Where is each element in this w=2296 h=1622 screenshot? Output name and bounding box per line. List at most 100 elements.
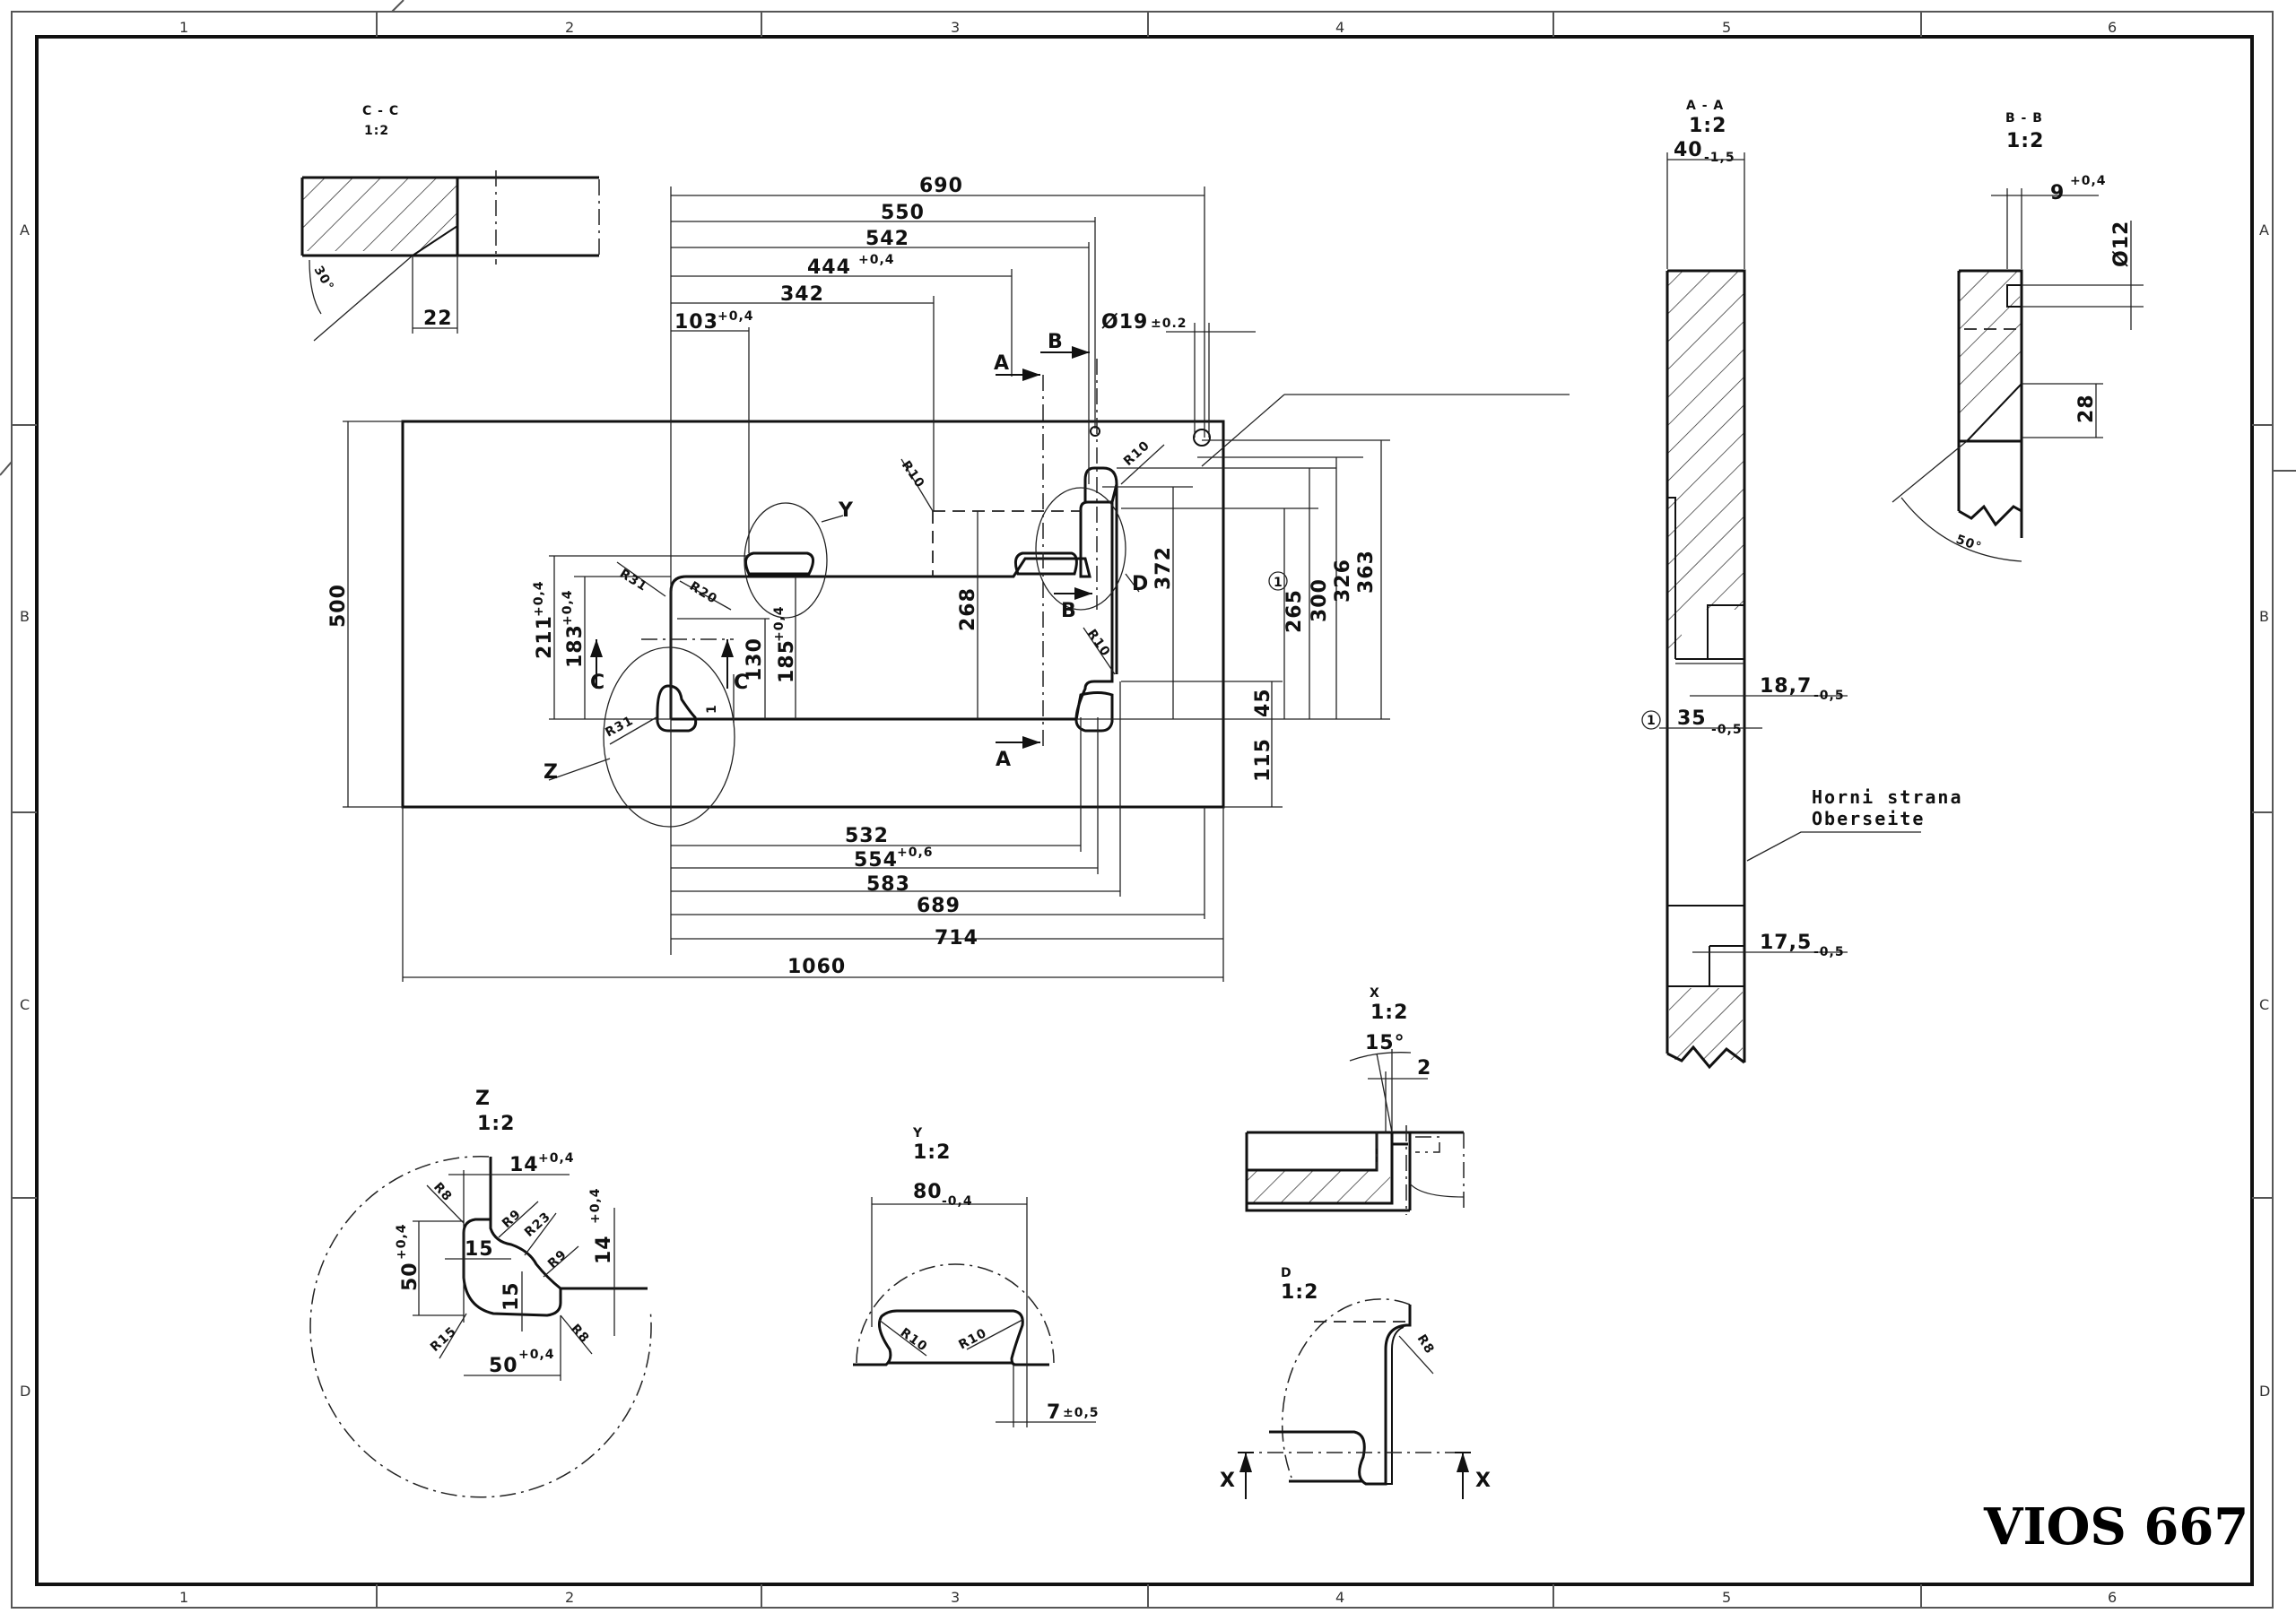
drawing-line [1966,383,2022,442]
drawing-label: +0,4 [561,589,575,626]
drawing-line [966,1319,1023,1350]
radius-label: R9 [545,1247,570,1271]
drawing-line [856,1263,1055,1364]
note-oberseite: Oberseite [1812,808,1925,829]
radius-label: R10 [898,1325,930,1354]
drawing-line [391,0,404,13]
detail-z: Z 1:2 14 +0,4 50 +0,4 15 15 50 +0,4 14 +… [309,1088,652,1498]
dim-300: 300 [1309,578,1331,622]
section-b-b: B - B 1:2 50° 9 +0,4 Ø12 28 [1892,111,2144,562]
column-label: 2 [565,19,574,36]
radius-label: R10 [899,458,927,490]
drawing-line [821,515,844,523]
section-c-c: C - C 1:2 30° 22 [300,104,600,342]
plate-outline [401,420,1225,809]
drawing-label: +0,4 [718,309,754,324]
section-scale: 1:2 [1689,115,1726,137]
note-marker: 1 [1274,576,1283,590]
drawing-line [0,461,13,476]
drawing-label: +0,4 [588,1187,603,1224]
main-view [401,323,1225,828]
drawing-label: -0,5 [1711,723,1743,737]
drawing-line [1201,394,1285,467]
drawing-line [300,176,599,257]
dim-80: 80 [913,1181,943,1203]
detail-scale: 1:2 [1370,1002,1408,1024]
angle-label: 50° [1954,533,1984,555]
dim-9: 9 [2050,182,2065,204]
drawing-label: +0,6 [897,846,934,860]
drawing-line [853,1309,1049,1366]
dim-211: 211 [534,615,556,659]
dim-45: 45 [1252,688,1274,717]
drawing-line [1667,271,1744,658]
detail-scale: 1:2 [1281,1281,1318,1304]
drawing-line [1349,1052,1412,1062]
drawing-line [1022,736,1040,749]
dim-183: 183 [564,624,587,668]
radius-label: R10 [956,1326,989,1353]
row-label: D [2259,1383,2270,1400]
drawing-line [609,716,657,745]
dim-714: 714 [935,927,978,950]
radius-label: R10 [1121,438,1152,469]
column-label: 6 [2108,1589,2117,1606]
drawing-line [1269,1305,1412,1486]
column-label: 4 [1335,1589,1344,1606]
detail-marker-d: D [1132,573,1149,595]
row-label: D [20,1383,30,1400]
section-label: B - B [2005,111,2043,126]
dim-550: 550 [881,202,925,224]
dim-103: 103 [674,311,718,334]
detail-x: X 1:2 15° 2 [1245,986,1465,1215]
radius-label: R20 [687,579,720,607]
detail-label: Y [912,1126,923,1141]
column-label: 2 [565,1589,574,1606]
dim-50-bottom: 50 [489,1355,518,1377]
drawing-line [11,11,2274,1609]
dim-532: 532 [845,825,889,847]
section-marker-a: A [994,352,1010,375]
detail-label: X [1370,986,1380,1001]
detail-marker-y: Y [838,499,854,522]
drawing-label: -0,4 [942,1194,973,1209]
drawing-label: +0,4 [538,1151,575,1166]
radius-label: R9 [500,1207,524,1231]
dim-15-v: 15 [500,1281,523,1311]
section-marker-c: C [590,672,605,694]
drawing-line [2020,273,2034,314]
drawing-line [1669,988,1743,1060]
detail-circle-y [744,502,828,619]
detail-d: D 1:2 X X R8 [1220,1266,1491,1499]
dim-554: 554 [854,849,898,872]
dim-372: 372 [1152,546,1175,590]
radius-label: R10 [1084,627,1113,659]
note-marker-circle [1268,571,1288,591]
drawing-line [1376,1053,1393,1133]
drawing-line [426,1184,465,1224]
drawing-line [1193,429,1211,447]
drawing-title: VIOS 667 [1983,1497,2248,1557]
drawing-label: +0,4 [858,253,895,267]
dim-265: 265 [1283,589,1306,633]
drawing-label: +0,4 [2070,174,2107,188]
column-label: 5 [1722,19,1731,36]
detail-y: Y 1:2 80 -0,4 7 ±0,5 R10 R10 [853,1126,1099,1427]
small-dim: 1 [705,704,719,714]
dim-363: 363 [1355,550,1378,594]
cut-marker-x: X [1220,1470,1236,1492]
column-label: 3 [951,1589,960,1606]
drawing-label: ±0.2 [1151,317,1187,331]
radius-label: R8 [568,1322,592,1346]
dim-115: 115 [1252,738,1274,782]
drawing-line [878,1319,927,1357]
dim-14: 14 [509,1154,539,1176]
dim-40: 40 [1674,139,1703,161]
drawing-line [721,639,734,657]
drawing-line [302,178,457,251]
column-label: 6 [2108,19,2117,36]
drawing-line [1239,1453,1252,1472]
drawing-line [35,35,2254,1586]
